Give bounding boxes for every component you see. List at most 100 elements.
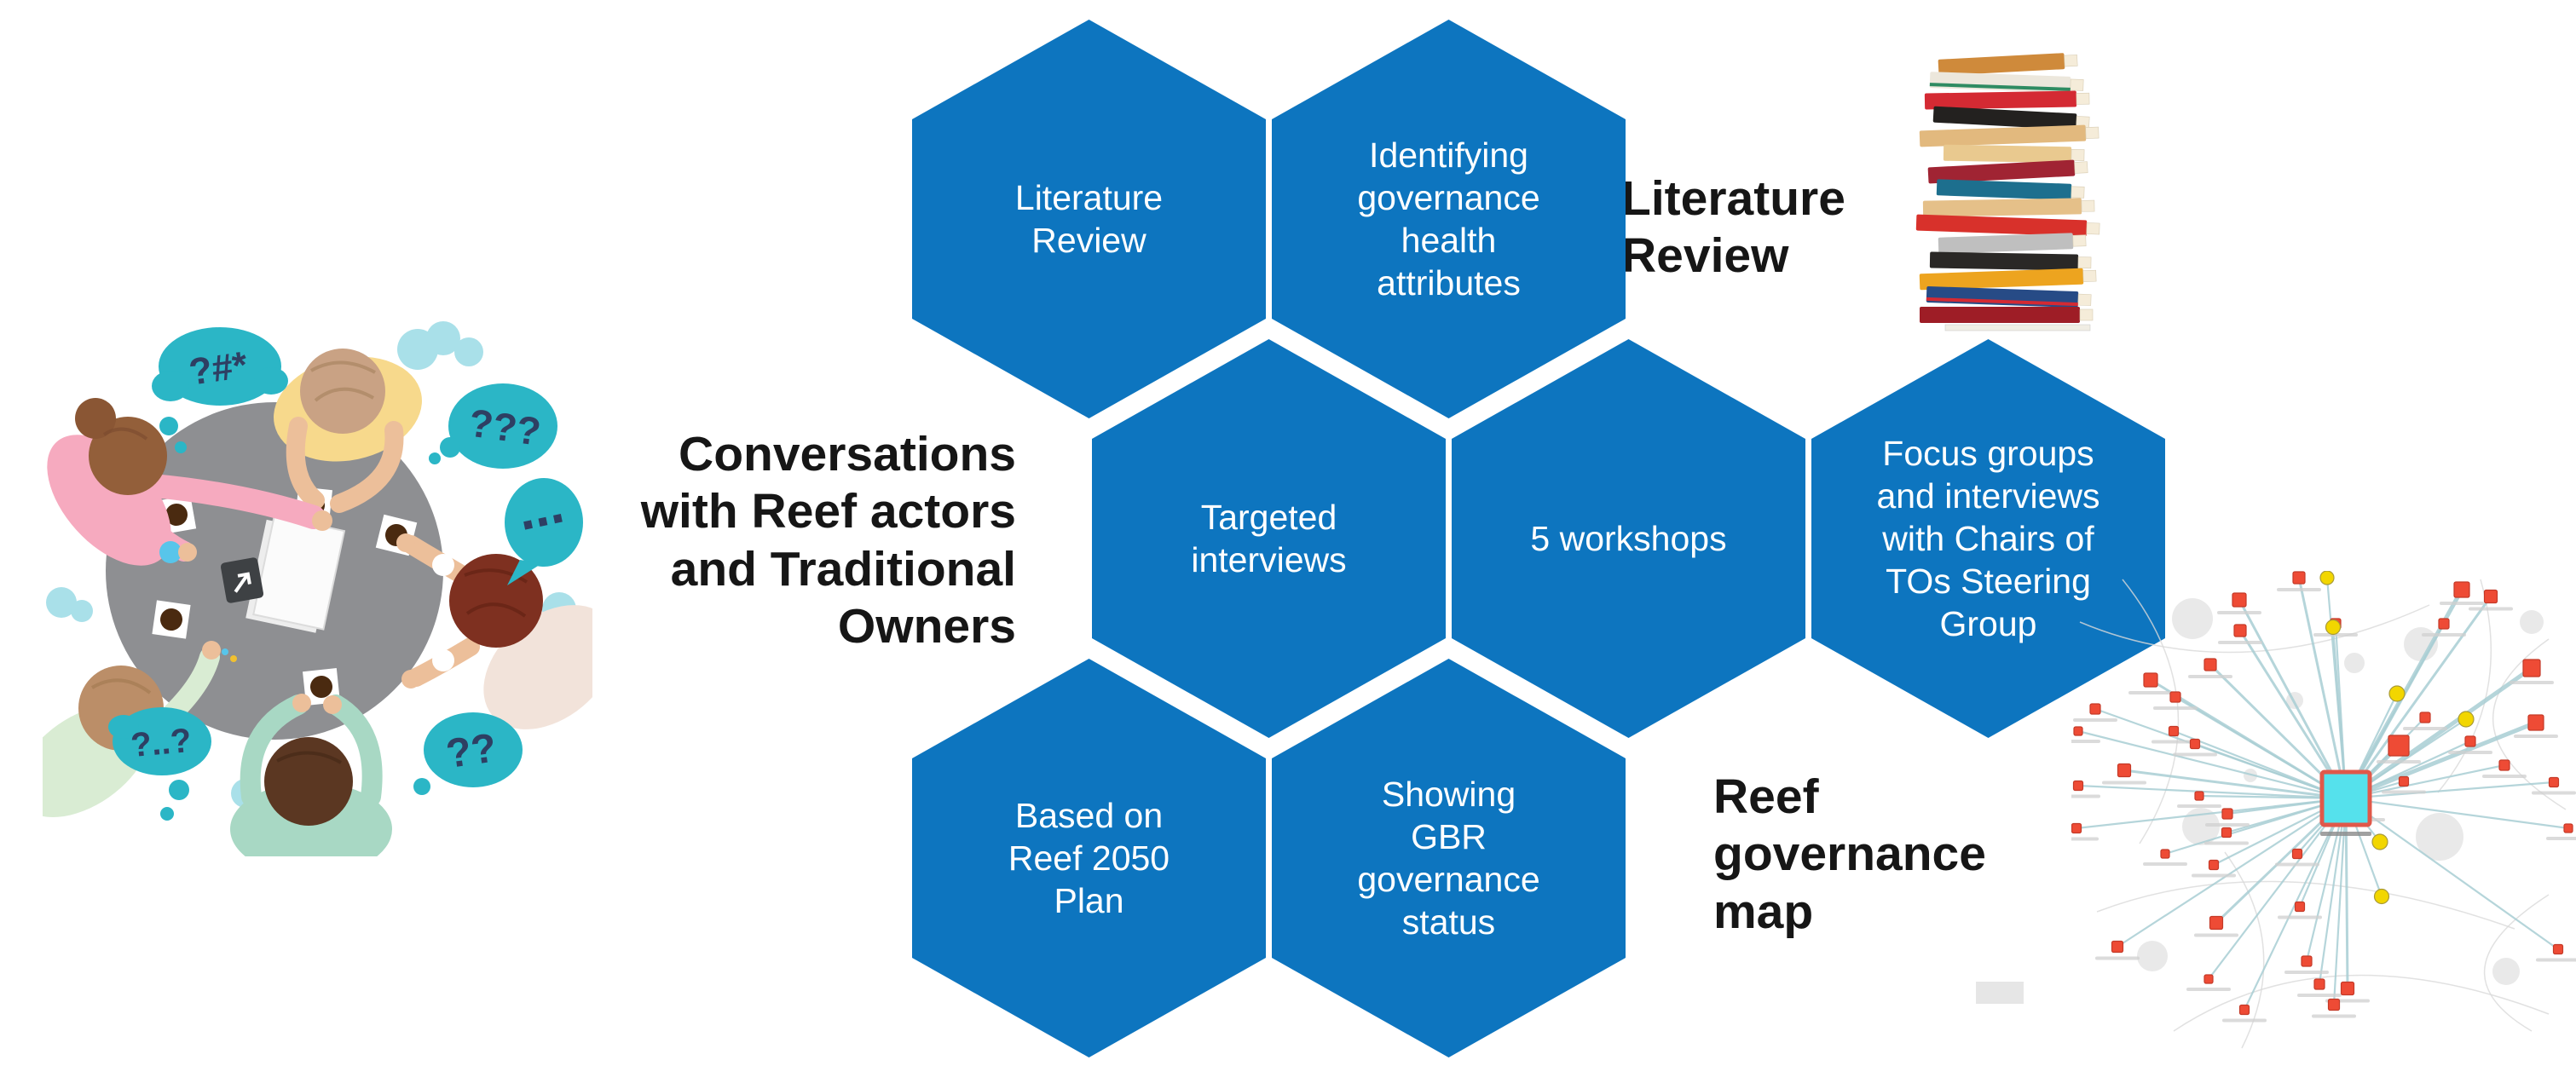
node-label-smudge <box>2482 775 2527 778</box>
yellow-node <box>2388 685 2406 702</box>
node-label-smudge <box>2186 988 2231 991</box>
network-edge <box>2123 769 2347 800</box>
network-edge <box>2345 798 2559 950</box>
node-label-smudge <box>2536 958 2576 962</box>
thought-bubble-right: ??? <box>429 383 557 469</box>
book <box>1938 233 2087 254</box>
tablet <box>220 557 264 603</box>
network-edge <box>2297 577 2348 799</box>
red-node <box>2071 822 2082 834</box>
gray-node <box>2137 941 2168 971</box>
network-edge <box>2175 696 2347 799</box>
gray-node <box>2520 610 2544 634</box>
background-edge <box>2483 894 2550 1032</box>
red-node <box>2294 901 2306 913</box>
network-edge <box>2117 798 2347 948</box>
red-node <box>2301 955 2313 967</box>
hexagon-five-workshops: 5 workshops <box>1452 339 1805 738</box>
node-label-smudge <box>2192 873 2236 878</box>
yellow-node <box>2319 571 2335 585</box>
book <box>1920 307 2094 323</box>
red-node <box>2208 859 2220 871</box>
paper-sheet <box>245 515 346 633</box>
network-edge <box>2345 781 2555 800</box>
red-node <box>2143 672 2158 688</box>
bubble-text: ?? <box>443 725 499 777</box>
node-label-smudge <box>2278 915 2322 919</box>
node-label-smudge <box>2205 823 2250 827</box>
red-node <box>2221 827 2232 838</box>
red-node <box>2292 571 2306 585</box>
node-label-smudge <box>2217 611 2261 614</box>
network-edge <box>2345 720 2537 801</box>
network-edge <box>2344 596 2492 799</box>
book <box>1932 106 2090 130</box>
node-label-smudge <box>2188 675 2232 678</box>
person-top <box>274 349 422 513</box>
book-stack-icon <box>1915 53 2100 331</box>
hexagon-targeted-interviews: Targeted interviews <box>1092 339 1446 738</box>
node-label-smudge <box>2403 727 2447 730</box>
node-label-smudge <box>2177 804 2221 808</box>
book <box>1924 90 2090 110</box>
node-label-smudge <box>2218 641 2262 644</box>
gray-node <box>2244 769 2257 782</box>
node-label-smudge <box>2071 837 2099 841</box>
red-node <box>2548 776 2560 788</box>
red-node <box>2072 780 2084 792</box>
reef-governance-network-graph <box>2071 571 2576 1049</box>
gray-node <box>2182 808 2220 845</box>
node-label-smudge <box>2377 760 2421 763</box>
bubble-text: ?#* <box>187 343 251 393</box>
network-edge <box>2077 729 2347 800</box>
bubble-text: ?..? <box>130 722 193 764</box>
node-label-smudge <box>2128 691 2173 694</box>
red-node <box>2291 848 2303 860</box>
red-node <box>2111 940 2124 954</box>
red-node <box>2388 735 2410 757</box>
red-node <box>2453 581 2470 598</box>
red-node <box>2189 738 2201 750</box>
node-label-smudge <box>2143 862 2187 866</box>
yellow-node <box>2371 833 2388 850</box>
hexagon-literature-review: Literature Review <box>912 20 1266 418</box>
node-label-smudge <box>2222 1018 2267 1023</box>
node-label-smudge <box>2382 790 2426 794</box>
book <box>1915 214 2100 237</box>
node-label-smudge <box>2422 633 2466 637</box>
red-node <box>2232 592 2247 608</box>
network-edge <box>2164 797 2347 856</box>
network-edge <box>2344 798 2349 989</box>
red-node <box>2398 775 2410 787</box>
background-edge <box>2096 880 2515 930</box>
red-node <box>2563 823 2573 833</box>
red-node <box>2464 735 2476 747</box>
book <box>1922 198 2095 217</box>
node-label-smudge <box>2153 706 2198 710</box>
network-legend-swatch <box>1976 982 2024 1004</box>
network-edge <box>2076 797 2347 830</box>
book <box>1919 124 2099 147</box>
network-edge <box>2345 623 2445 799</box>
red-node <box>2238 1004 2250 1016</box>
network-edge <box>2345 763 2505 800</box>
red-node <box>2340 981 2355 996</box>
network-edge <box>2344 666 2533 801</box>
person-bottom <box>230 694 392 856</box>
network-edge <box>2238 599 2348 799</box>
person-left <box>47 398 332 566</box>
red-node <box>2221 808 2233 820</box>
node-label-smudge <box>2448 751 2492 754</box>
book <box>1919 268 2097 291</box>
thought-bubble-top-left: ?#* <box>152 327 288 453</box>
red-node <box>2168 725 2180 737</box>
yellow-node <box>2325 619 2342 636</box>
hexagon-identifying-governance: Identifying governance health attributes <box>1272 20 1626 418</box>
book <box>1938 53 2078 76</box>
red-node <box>2073 726 2083 736</box>
speech-bubble-dots: ... <box>505 473 583 585</box>
background-edge <box>2079 604 2430 654</box>
red-node <box>2160 849 2170 859</box>
network-edge <box>2318 798 2348 985</box>
